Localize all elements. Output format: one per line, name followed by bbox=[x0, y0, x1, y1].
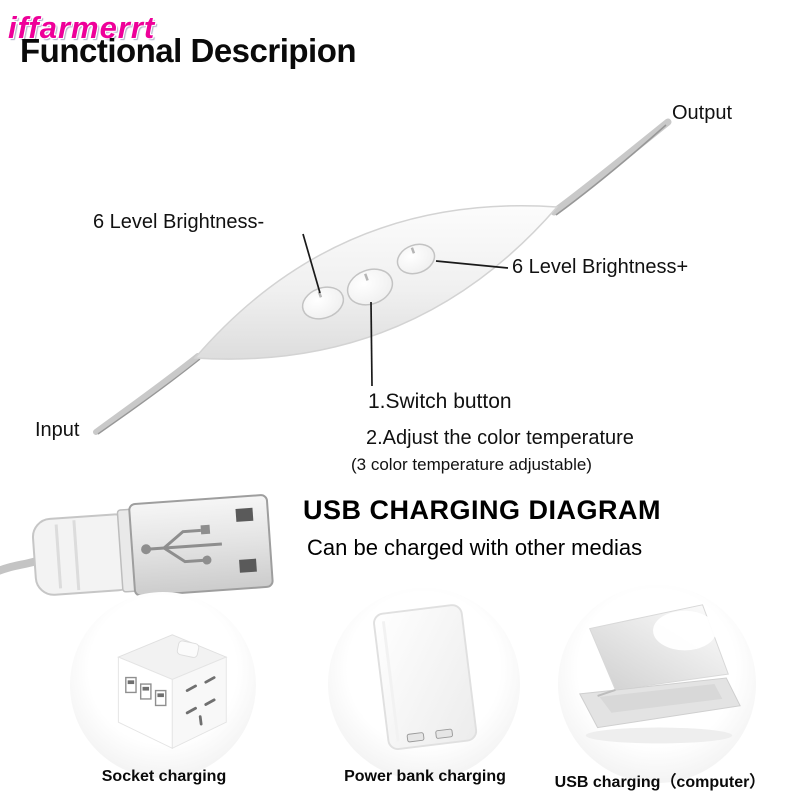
usb-trident-square bbox=[200, 524, 211, 535]
powerbank-usb-port-1 bbox=[406, 732, 425, 743]
socket-switch bbox=[176, 640, 200, 658]
usb-charging-heading: USB CHARGING DIAGRAM bbox=[303, 495, 661, 525]
powerbank-usb-port-2 bbox=[435, 728, 453, 739]
screen-glow bbox=[653, 610, 717, 651]
laptop-keyboard bbox=[599, 684, 723, 713]
brightness-up-button bbox=[396, 243, 436, 275]
laptop-art bbox=[579, 604, 741, 744]
photo-usb-computer-charging bbox=[558, 585, 756, 783]
brightness-plus-label: 6 Level Brightness+ bbox=[512, 256, 689, 278]
page-title: Functional Descripion bbox=[20, 32, 357, 69]
output-label: Output bbox=[672, 102, 733, 124]
caption-usb-computer-charging: USB charging（computer） bbox=[554, 774, 766, 791]
input-cable bbox=[93, 353, 201, 435]
usb-trident-icon bbox=[149, 528, 222, 564]
watermark: iffarmerrt bbox=[8, 10, 156, 45]
caption-power-bank-charging: Power bank charging bbox=[344, 768, 506, 785]
socket-holes bbox=[185, 676, 216, 726]
photo-socket-charging bbox=[70, 592, 256, 778]
brightness-down-button bbox=[301, 286, 345, 320]
caption-socket-charging: Socket charging bbox=[101, 768, 227, 785]
usb-trident-circle bbox=[202, 555, 212, 565]
brightness-minus-label: 6 Level Brightness- bbox=[93, 211, 265, 233]
laptop-shadow bbox=[585, 727, 733, 744]
output-cable bbox=[550, 118, 672, 216]
usb-window-top bbox=[235, 507, 254, 522]
usb-plug bbox=[0, 494, 274, 597]
switch-button-label: 1.Switch button bbox=[368, 390, 512, 413]
power-bank-art bbox=[373, 604, 478, 750]
color-temp-sub-label: (3 color temperature adjustable) bbox=[351, 455, 592, 474]
usb-ports bbox=[125, 676, 167, 707]
photo-power-bank-charging bbox=[328, 588, 520, 780]
input-label: Input bbox=[35, 419, 80, 441]
usb-window-bottom bbox=[239, 558, 257, 573]
label-leader-lines bbox=[302, 233, 509, 387]
color-temp-label: 2.Adjust the color temperature bbox=[366, 427, 634, 449]
usb-charging-subheading: Can be charged with other medias bbox=[307, 535, 643, 560]
socket-cube-art bbox=[117, 634, 228, 749]
switch-button bbox=[346, 268, 394, 306]
usb-trident-dot bbox=[141, 544, 152, 555]
